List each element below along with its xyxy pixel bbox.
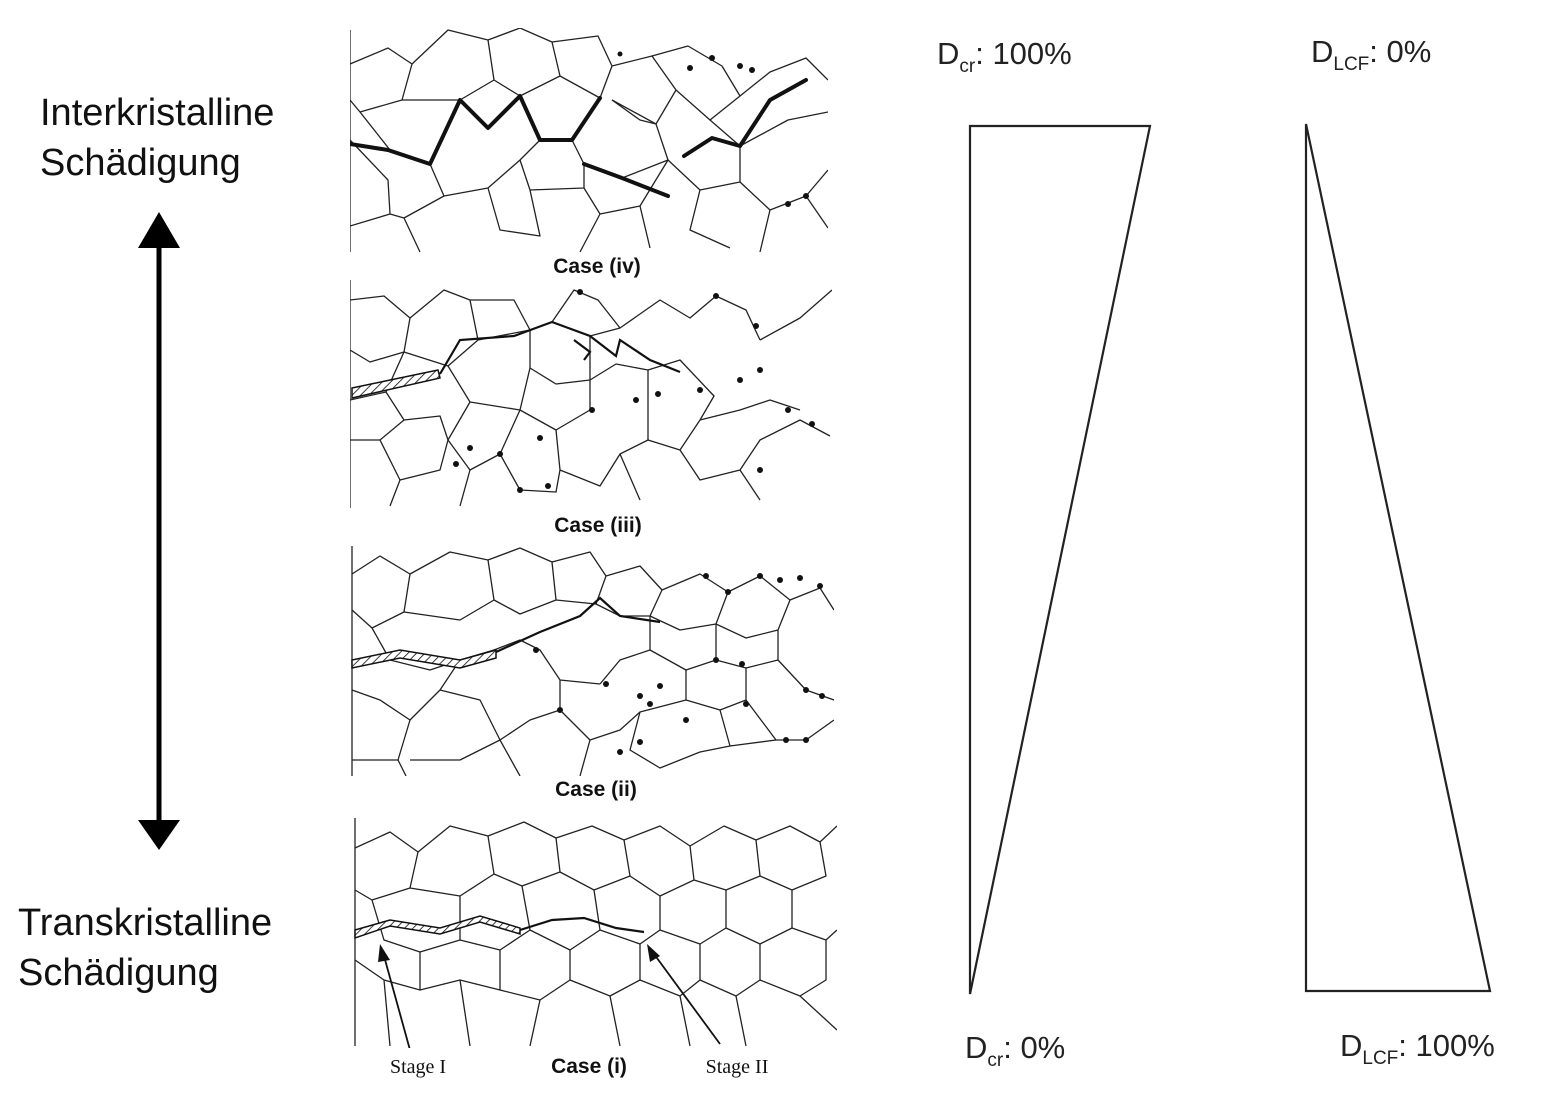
grain-structure-iii	[350, 280, 832, 508]
cavities-ii	[533, 573, 825, 755]
stage-ii-arrow	[647, 944, 721, 1045]
caption-case-i: Case (i)	[551, 1055, 627, 1078]
creep-wedge-shape	[968, 124, 1152, 995]
stage-i-label: Stage I	[390, 1056, 446, 1078]
lcf-bottom-label: DLCF: 100%	[1340, 1028, 1495, 1069]
caption-case-iv: Case (iv)	[553, 255, 641, 278]
panel-case-iv: Case (iv)	[350, 28, 828, 278]
transgranular-damage-label: Transkristalline Schädigung	[18, 898, 272, 998]
grain-structure-i	[354, 818, 837, 1048]
cavities-iv	[617, 51, 809, 207]
transgranular-line-1: Transkristalline	[18, 902, 273, 944]
caption-case-ii: Case (ii)	[555, 778, 637, 801]
stage-ii-label: Stage II	[706, 1056, 769, 1078]
stage-i-arrow	[378, 944, 411, 1048]
lcf-top-label: DLCF: 0%	[1311, 34, 1431, 75]
grain-structure-ii	[351, 546, 834, 776]
transgranular-line-2: Schädigung	[18, 952, 219, 994]
creep-bottom-label: Dcr: 0%	[965, 1030, 1065, 1071]
creep-top-label: Dcr: 100%	[937, 36, 1072, 77]
panel-case-i: Stage I Case (i) Stage II	[354, 818, 837, 1078]
panel-case-iii: Case (iii)	[350, 280, 832, 537]
intergranular-line-1: Interkristalline	[40, 92, 275, 134]
creep-damage-wedge: Dcr: 100% Dcr: 0%	[937, 36, 1152, 1071]
caption-case-iii: Case (iii)	[554, 514, 642, 537]
intergranular-line-2: Schädigung	[40, 142, 241, 184]
lcf-wedge-shape	[1304, 123, 1492, 993]
double-arrow-icon	[138, 212, 180, 850]
intergranular-damage-label: Interkristalline Schädigung	[40, 88, 274, 188]
panel-case-ii: Case (ii)	[351, 546, 834, 801]
lcf-damage-wedge: DLCF: 0% DLCF: 100%	[1304, 34, 1495, 1069]
grain-structure-iv	[350, 28, 828, 253]
cavities-iii	[453, 289, 815, 493]
